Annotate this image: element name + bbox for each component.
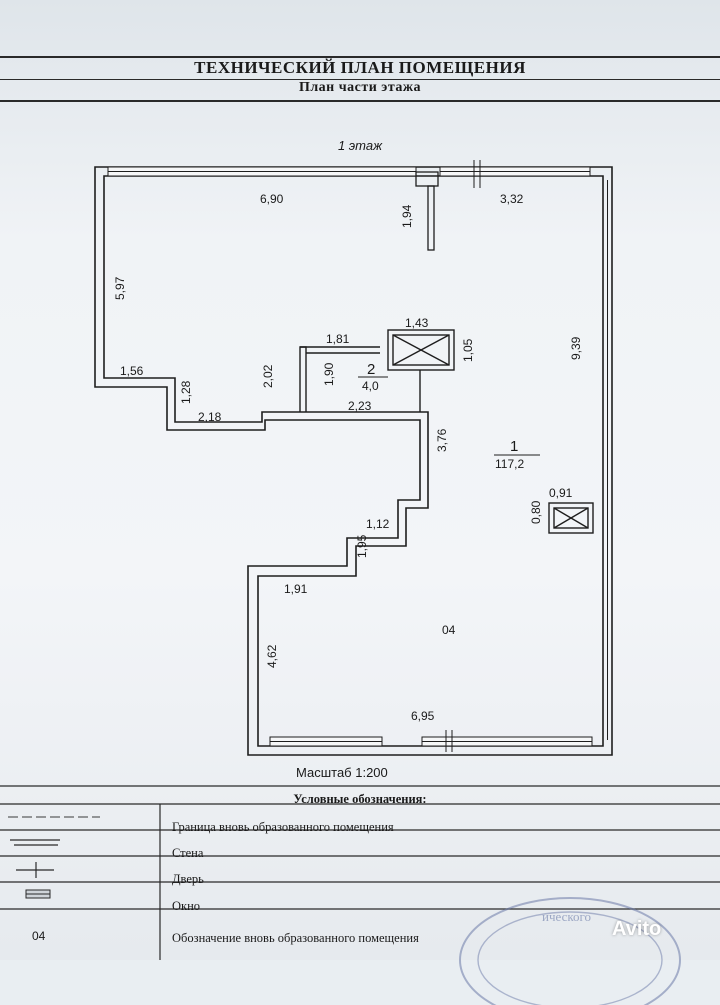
dim-label: 1,05 xyxy=(461,338,475,362)
room-2-number: 2 xyxy=(367,361,375,378)
dim-label: 1,12 xyxy=(366,517,390,531)
dim-label: 1,94 xyxy=(400,204,414,228)
room-2-walls xyxy=(299,346,421,412)
dim-label: 1,90 xyxy=(322,362,336,386)
dim-label: 5,97 xyxy=(113,276,127,300)
dim-label: 3,32 xyxy=(500,192,524,206)
floor-plan-drawing: 6,90 3,32 1,94 5,97 9,39 1,81 1,43 1,05 … xyxy=(94,160,613,756)
column-top xyxy=(415,171,439,187)
legend-door-label: Дверь xyxy=(172,872,204,886)
shaft-1 xyxy=(387,329,455,371)
dim-label: 4,62 xyxy=(265,644,279,668)
dim-label: 1,56 xyxy=(120,364,144,378)
top-windows xyxy=(107,160,591,188)
legend-designation-label: Обозначение вновь образованного помещени… xyxy=(172,931,419,945)
dim-label: 2,02 xyxy=(261,364,275,388)
outer-wall xyxy=(94,166,613,756)
room-2-area: 4,0 xyxy=(362,379,379,393)
floor-label: 1 этаж xyxy=(337,138,383,153)
room-1-number: 1 xyxy=(510,438,518,455)
bottom-windows xyxy=(269,730,593,752)
wall-stub xyxy=(427,185,435,251)
scale-label: Масштаб 1:200 xyxy=(296,765,388,780)
legend-wall-label: Стена xyxy=(172,846,204,860)
dim-label: 9,39 xyxy=(569,336,583,360)
shaft-2 xyxy=(548,502,594,534)
dim-label: 6,95 xyxy=(411,709,435,723)
dim-label: 2,18 xyxy=(198,410,222,424)
dim-label: 1,43 xyxy=(405,316,429,330)
legend-table xyxy=(0,785,720,960)
legend-boundary-label: Граница вновь образованного помещения xyxy=(172,820,394,834)
official-stamp: ического xyxy=(459,897,681,1005)
legend-code-sample: 04 xyxy=(32,929,46,943)
document-subtitle: План части этажа xyxy=(298,80,422,95)
dim-label: 1,91 xyxy=(284,582,308,596)
dim-label: 2,23 xyxy=(348,399,372,413)
dim-label: 6,90 xyxy=(260,192,284,206)
dim-label: 1,81 xyxy=(326,332,350,346)
wall-symbol xyxy=(10,839,60,846)
door-symbol xyxy=(16,862,54,878)
dim-label: 0,91 xyxy=(549,486,573,500)
svg-text:ического: ического xyxy=(542,909,591,924)
header-rule-bottom xyxy=(0,100,720,102)
dim-label: 3,76 xyxy=(435,428,449,452)
premises-code: 04 xyxy=(442,623,456,637)
header-rule-mid xyxy=(0,79,720,80)
dim-label: 0,80 xyxy=(529,500,543,524)
document-title: ТЕХНИЧЕСКИЙ ПЛАН ПОМЕЩЕНИЯ xyxy=(194,58,526,77)
window-symbol xyxy=(25,889,51,899)
avito-watermark: Avito xyxy=(612,918,662,940)
dim-label: 1,95 xyxy=(355,534,369,558)
dim-label: 1,28 xyxy=(179,380,193,404)
header-rule-top xyxy=(0,56,720,58)
legend-heading: Условные обозначения: xyxy=(293,792,427,806)
legend-window-label: Окно xyxy=(172,899,201,913)
room-1-area: 117,2 xyxy=(495,457,524,471)
